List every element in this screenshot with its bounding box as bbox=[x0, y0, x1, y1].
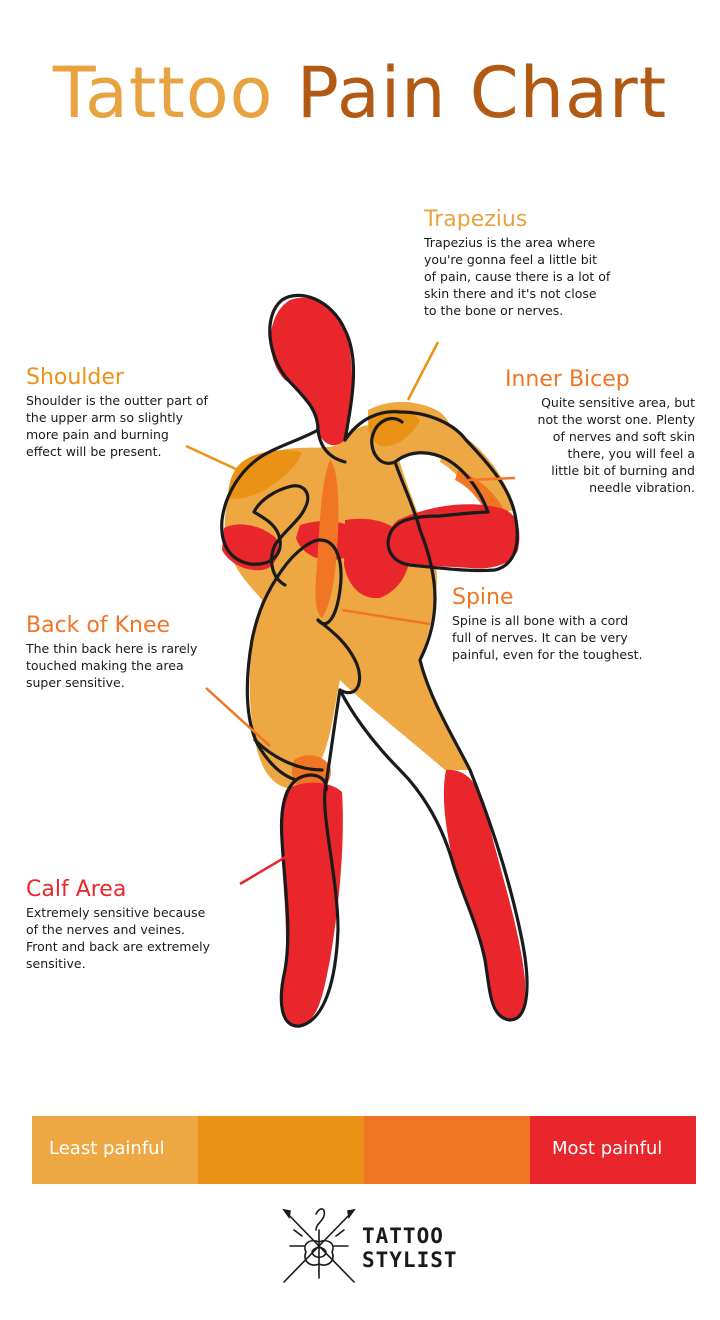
label-back-of-knee: Back of Knee The thin back here is rarel… bbox=[26, 614, 256, 691]
inner-bicep-heading: Inner Bicep bbox=[505, 367, 630, 392]
title-part-1: Tattoo bbox=[52, 52, 274, 134]
brand-line-2: STYLIST bbox=[362, 1248, 458, 1272]
scale-segment-3 bbox=[364, 1116, 530, 1184]
label-calf-area: Calf Area Extremely sensitive because of… bbox=[26, 878, 266, 972]
back-of-knee-pointer bbox=[205, 687, 271, 747]
calf-area-description: Extremely sensitive because of the nerve… bbox=[26, 905, 211, 971]
label-shoulder: Shoulder Shoulder is the outter part of … bbox=[26, 366, 256, 460]
right-calf-zone bbox=[443, 769, 526, 1019]
spine-zone bbox=[315, 460, 339, 618]
calf-pointer bbox=[239, 850, 295, 886]
brand-logo: TATTOO STYLIST bbox=[276, 1200, 458, 1290]
calf-area-heading: Calf Area bbox=[26, 877, 127, 902]
label-trapezius: Trapezius Trapezius is the area where yo… bbox=[424, 208, 644, 319]
least-painful-label: Least painful bbox=[49, 1138, 165, 1159]
spine-pointer bbox=[341, 608, 431, 626]
callout-lines bbox=[185, 341, 516, 886]
left-calf-zone bbox=[280, 782, 343, 1026]
head-zone bbox=[270, 297, 353, 446]
inner-bicep-description: Quite sensitive area, but not the worst … bbox=[537, 395, 695, 495]
shoulder-zone bbox=[228, 450, 302, 499]
scale-segment-most: Most painful bbox=[530, 1116, 696, 1184]
shoulder-heading: Shoulder bbox=[26, 365, 124, 390]
scale-segment-least: Least painful bbox=[32, 1116, 198, 1184]
right-side-zone bbox=[344, 518, 411, 599]
trapezius-pointer bbox=[406, 341, 440, 401]
upper-arm-zone bbox=[430, 420, 515, 515]
page-title: Tattoo Pain Chart bbox=[0, 52, 720, 134]
pain-zones bbox=[222, 297, 526, 1026]
shoulder-description: Shoulder is the outter part of the upper… bbox=[26, 393, 208, 459]
label-spine: Spine Spine is all bone with a cord full… bbox=[452, 586, 692, 663]
pain-scale: Least painful Most painful bbox=[32, 1116, 696, 1184]
scale-segment-2 bbox=[198, 1116, 364, 1184]
trapezius-heading: Trapezius bbox=[424, 207, 528, 232]
most-painful-label: Most painful bbox=[552, 1138, 663, 1159]
shoulder-pointer bbox=[185, 444, 239, 472]
trapezius-mid-zone bbox=[368, 409, 420, 447]
spine-description: Spine is all bone with a cord full of ne… bbox=[452, 613, 643, 662]
label-inner-bicep: Inner Bicep Quite sensitive area, but no… bbox=[505, 368, 705, 496]
spine-heading: Spine bbox=[452, 585, 514, 610]
forearm-zone bbox=[388, 504, 520, 569]
inner-bicep-pointer bbox=[467, 476, 516, 482]
back-of-knee-heading: Back of Knee bbox=[26, 613, 171, 638]
rose-dagger-icon bbox=[282, 1208, 356, 1283]
back-of-knee-description: The thin back here is rarely touched mak… bbox=[26, 641, 198, 690]
title-part-2: Pain Chart bbox=[296, 52, 668, 134]
trapezius-description: Trapezius is the area where you're gonna… bbox=[424, 235, 611, 318]
brand-line-1: TATTOO bbox=[362, 1224, 444, 1248]
brand-name: TATTOO STYLIST bbox=[362, 1224, 458, 1272]
body-outline bbox=[220, 293, 529, 1028]
